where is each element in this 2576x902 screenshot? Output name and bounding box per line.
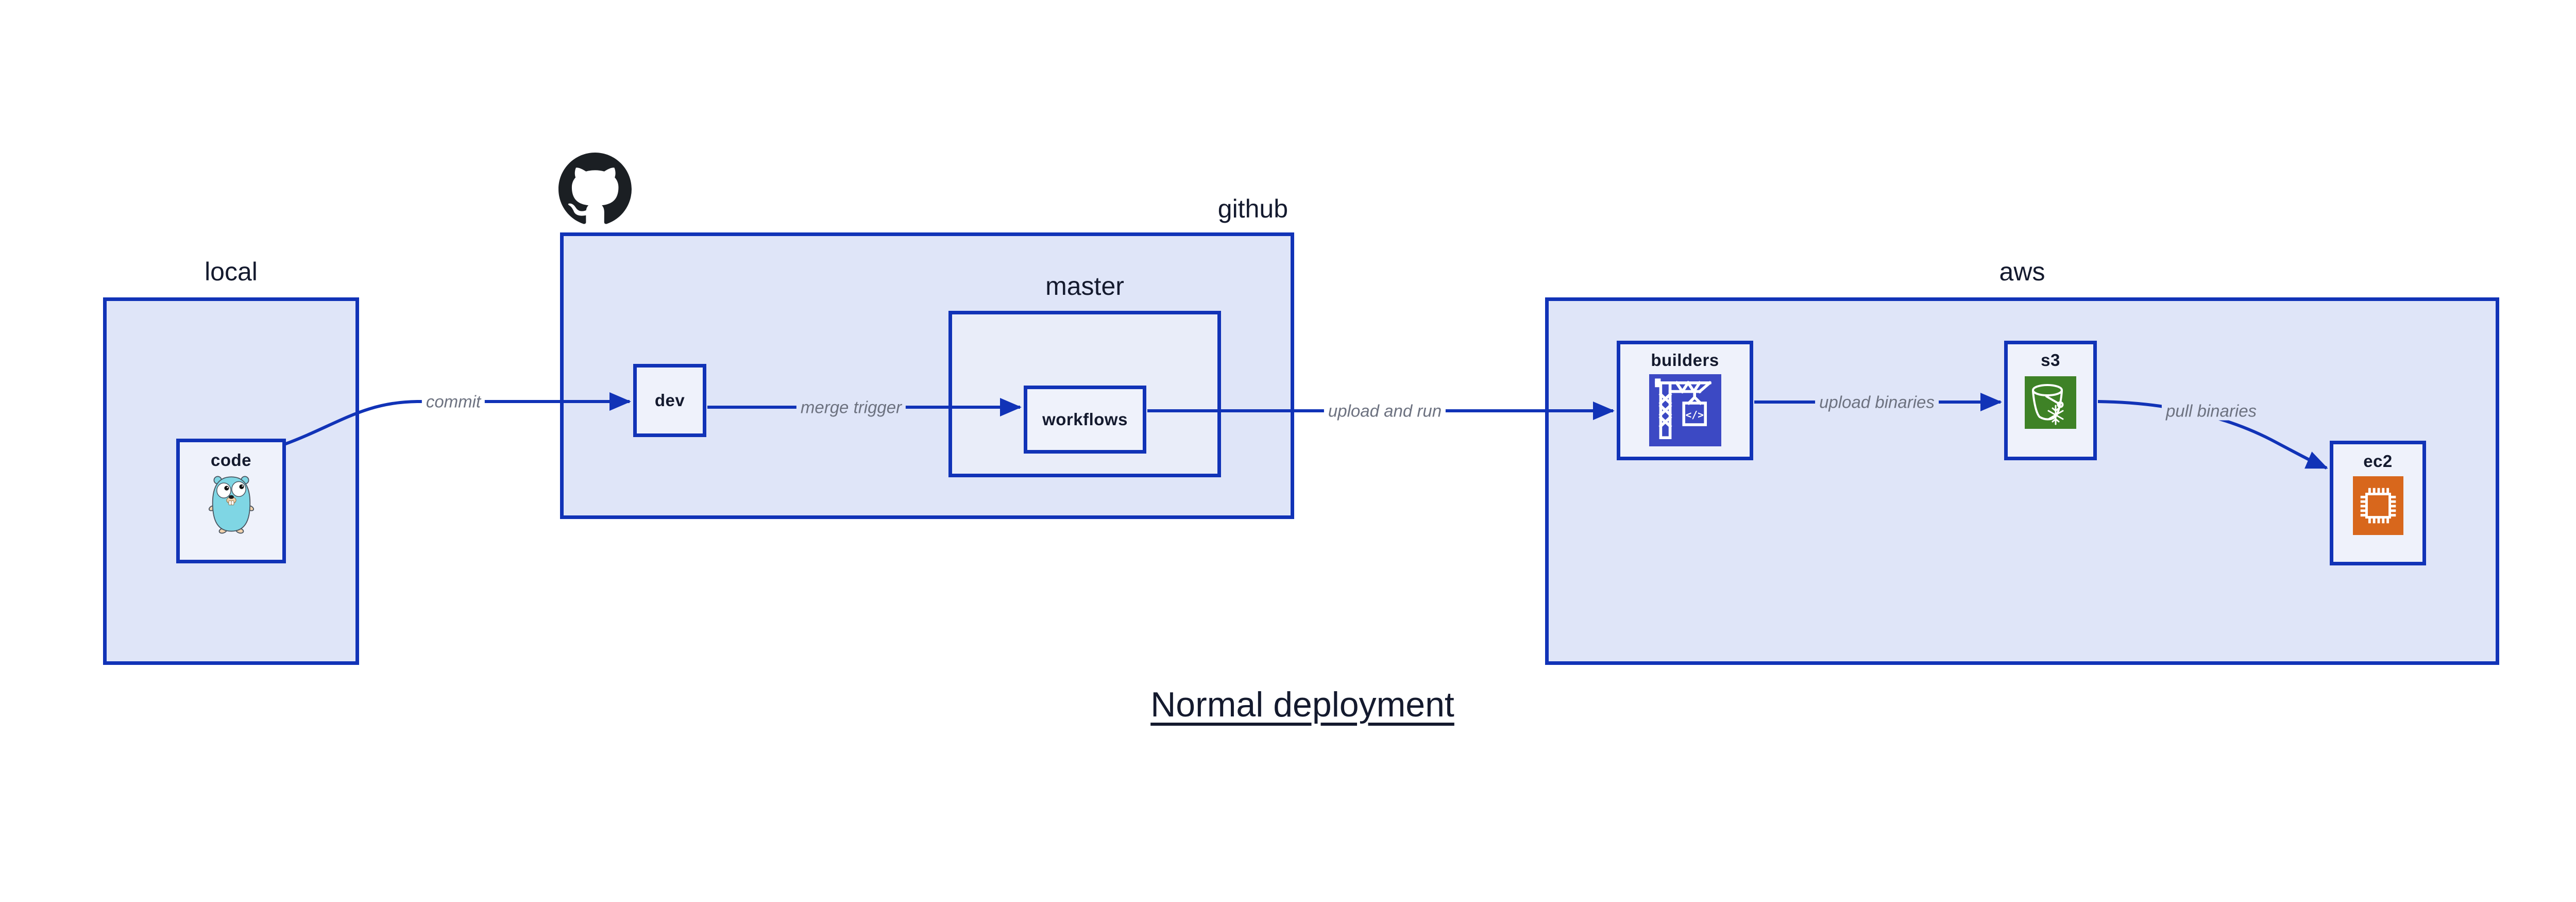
aws-label: aws	[1999, 257, 2045, 286]
merge-trigger-arrow-label: merge trigger	[796, 397, 906, 417]
dev-branch-node: dev	[633, 364, 706, 437]
github-label: github	[1217, 194, 1288, 223]
ec2-node: ec2	[2330, 441, 2426, 565]
ec2-node-label: ec2	[2363, 452, 2393, 471]
master-label: master	[1045, 272, 1124, 300]
pull-binaries-arrow-label: pull binaries	[2161, 401, 2261, 421]
dev-node-label: dev	[654, 391, 685, 410]
s3-node-label: s3	[2041, 350, 2060, 370]
builders-node-label: builders	[1651, 350, 1719, 370]
diagram-title: Normal deployment	[1150, 685, 1454, 724]
aws-codebuild-crane-icon: </>	[1649, 374, 1721, 446]
code-node: code	[176, 439, 286, 563]
upload-binaries-arrow-label: upload binaries	[1815, 392, 1939, 412]
local-label: local	[205, 257, 258, 286]
github-octocat-logo-icon	[558, 153, 632, 226]
code-node-label: code	[210, 450, 252, 470]
aws-ec2-chip-icon	[2352, 476, 2403, 535]
commit-arrow-label: commit	[421, 392, 485, 411]
workflows-node: workflows	[1024, 386, 1146, 454]
go-gopher-icon	[208, 473, 255, 537]
codebuild-code-glyph: </>	[1685, 409, 1703, 421]
s3-node: s3	[2004, 341, 2097, 460]
workflows-node-label: workflows	[1042, 410, 1128, 429]
upload-and-run-arrow-label: upload and run	[1324, 401, 1446, 421]
builders-node: builders </>	[1617, 341, 1753, 460]
aws-s3-bucket-snowflake-icon	[2025, 376, 2076, 429]
